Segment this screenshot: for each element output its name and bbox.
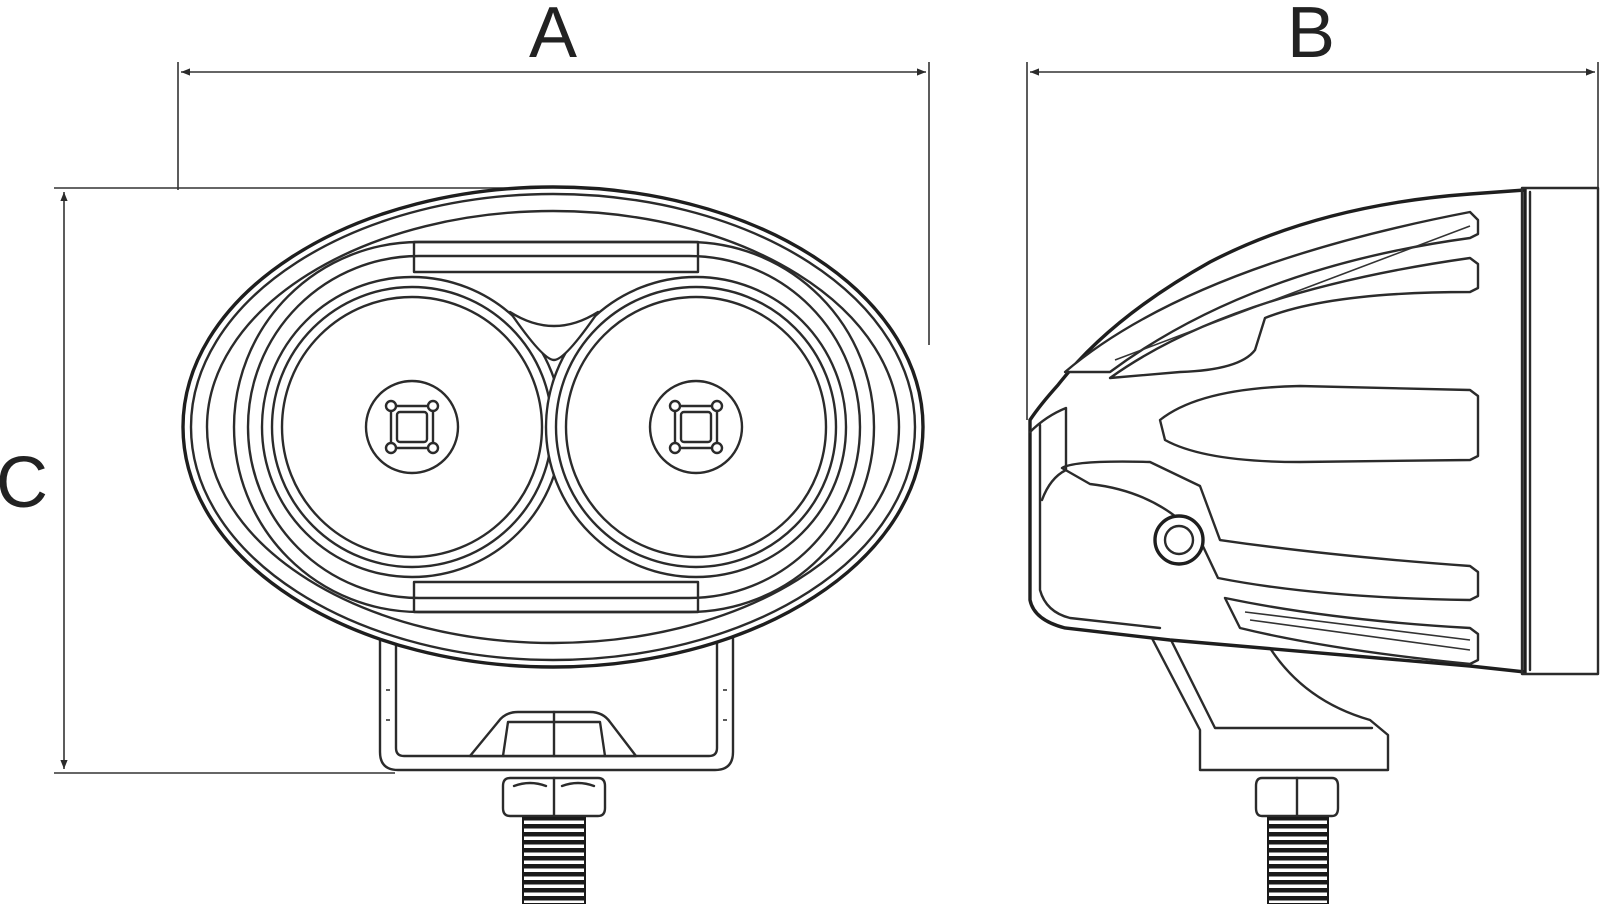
- front-thread: [522, 817, 586, 904]
- front-lens-waist: [508, 310, 600, 362]
- side-lens-face: [1520, 186, 1600, 676]
- dimension-c: C: [0, 187, 520, 774]
- side-pivot-bolt: [1153, 514, 1205, 566]
- front-view: [181, 185, 925, 904]
- dimension-c-label: C: [0, 443, 48, 523]
- front-right-lens: [544, 275, 848, 579]
- side-view: [1028, 186, 1600, 904]
- side-stud: [1254, 776, 1340, 904]
- front-hex-nut: [468, 710, 638, 758]
- dimension-b-label: B: [1287, 0, 1335, 73]
- side-bezel-lip: [1028, 406, 1068, 502]
- front-left-lens: [260, 275, 564, 579]
- side-thread: [1267, 817, 1329, 904]
- dimension-a-label: A: [529, 0, 577, 73]
- dimension-b: B: [1026, 0, 1599, 420]
- front-stud: [501, 776, 607, 904]
- dimension-a: A: [177, 0, 930, 345]
- side-cooling-fins: [1060, 210, 1480, 666]
